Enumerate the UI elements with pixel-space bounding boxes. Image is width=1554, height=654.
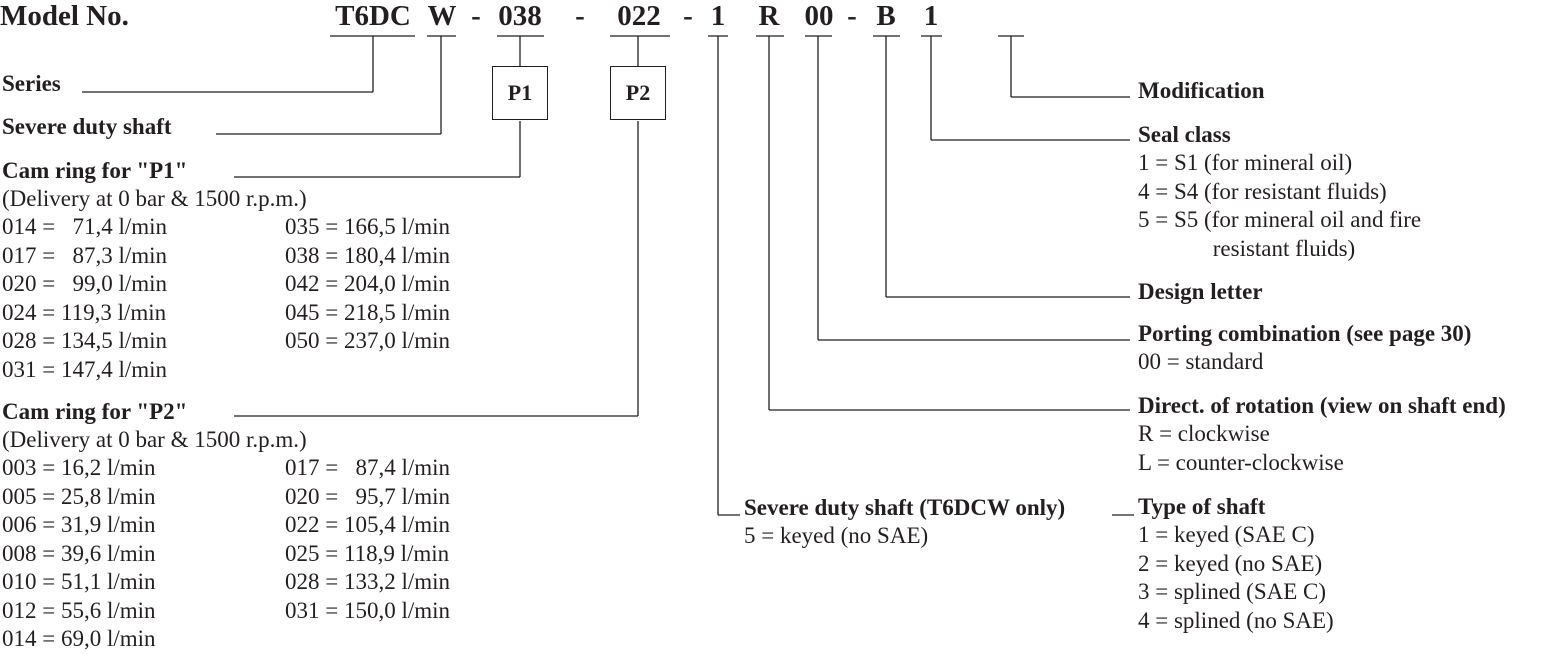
code-porting: 00 — [804, 0, 834, 32]
list-item: 3 = splined (SAE C) — [1138, 579, 1327, 604]
porting-title: Porting combination (see page 30) — [1138, 321, 1472, 346]
list-item: 006 = 31,9 l/min — [2, 512, 156, 537]
porting-list: 00 = standard — [1138, 348, 1263, 377]
code-cam-ring-p2: 022 — [617, 0, 661, 32]
cam-ring-p1-title: Cam ring for "P1" — [2, 158, 188, 183]
list-item: 025 = 118,9 l/min — [285, 540, 450, 566]
list-item: 2 = keyed (no SAE) — [1138, 550, 1323, 576]
list-item: 017 = 87,4 l/min — [285, 455, 451, 480]
list-item: resistant fluids) — [1138, 235, 1356, 261]
seal-class-list: 1 = S1 (for mineral oil) 4 = S4 (for res… — [1138, 149, 1421, 263]
list-item: 005 = 25,8 l/min — [2, 483, 156, 509]
code-severe-duty-shaft: W — [427, 0, 457, 32]
code-shaft: 1 — [710, 0, 726, 32]
list-item: 5 = S5 (for mineral oil and fire — [1138, 207, 1422, 232]
list-item: 003 = 16,2 l/min — [2, 455, 156, 480]
code-dash: - — [575, 0, 585, 32]
seal-class-title: Seal class — [1138, 122, 1231, 147]
cam-ring-p1-col1: 014 = 71,4 l/min 017 = 87,3 l/min 020 = … — [2, 213, 167, 384]
list-item: 012 = 55,6 l/min — [2, 597, 156, 623]
design-letter-label: Design letter — [1138, 279, 1263, 304]
list-item: 045 = 218,5 l/min — [285, 299, 451, 325]
list-item: 1 = S1 (for mineral oil) — [1138, 150, 1353, 175]
code-cam-ring-p1: 038 — [498, 0, 542, 32]
list-item: R = clockwise — [1138, 421, 1270, 446]
series-label: Series — [2, 71, 61, 96]
list-item: L = counter-clockwise — [1138, 449, 1344, 475]
list-item: 028 = 133,2 l/min — [285, 569, 451, 594]
list-item: 00 = standard — [1138, 349, 1264, 374]
code-rotation: R — [758, 0, 780, 32]
severe-shaft-t6dcw-title: Severe duty shaft (T6DCW only) — [744, 495, 1066, 520]
model-number-label: Model No. — [0, 0, 129, 32]
list-item: 042 = 204,0 l/min — [285, 271, 451, 296]
cam-ring-p2-col1: 003 = 16,2 l/min 005 = 25,8 l/min 006 = … — [2, 454, 156, 654]
list-item: 031 = 150,0 l/min — [285, 597, 451, 623]
rotation-title: Direct. of rotation (view on shaft end) — [1138, 393, 1506, 418]
code-dash: - — [847, 0, 857, 32]
list-item: 010 = 51,1 l/min — [2, 569, 156, 594]
list-item: 014 = 69,0 l/min — [2, 626, 156, 651]
list-item: 028 = 134,5 l/min — [2, 328, 168, 353]
list-item: 024 = 119,3 l/min — [2, 299, 167, 325]
severe-shaft-t6dcw-option: 5 = keyed (no SAE) — [744, 523, 929, 548]
list-item: 020 = 95,7 l/min — [285, 483, 451, 509]
rotation-list: R = clockwise L = counter-clockwise — [1138, 420, 1344, 477]
code-seal-class: 1 — [923, 0, 939, 32]
p2-box: P2 — [610, 66, 666, 120]
cam-ring-p2-col2: 017 = 87,4 l/min 020 = 95,7 l/min 022 = … — [285, 454, 450, 625]
list-item: 031 = 147,4 l/min — [2, 356, 168, 382]
list-item: 008 = 39,6 l/min — [2, 540, 156, 566]
shaft-type-list: 1 = keyed (SAE C) 2 = keyed (no SAE) 3 =… — [1138, 521, 1334, 635]
cam-ring-p2-title: Cam ring for "P2" — [2, 399, 188, 424]
list-item: 035 = 166,5 l/min — [285, 214, 451, 239]
cam-ring-p2-subtitle: (Delivery at 0 bar & 1500 r.p.m.) — [2, 427, 307, 452]
p1-box: P1 — [492, 66, 548, 120]
modification-label: Modification — [1138, 78, 1265, 103]
list-item: 017 = 87,3 l/min — [2, 242, 168, 268]
list-item: 020 = 99,0 l/min — [2, 271, 168, 296]
code-design-letter: B — [876, 0, 896, 32]
severe-duty-shaft-label: Severe duty shaft — [2, 114, 172, 139]
list-item: 4 = splined (no SAE) — [1138, 607, 1334, 633]
code-series: T6DC — [335, 0, 411, 32]
cam-ring-p1-subtitle: (Delivery at 0 bar & 1500 r.p.m.) — [2, 186, 307, 211]
list-item: 1 = keyed (SAE C) — [1138, 522, 1315, 547]
code-dash: - — [471, 0, 481, 32]
list-item: 022 = 105,4 l/min — [285, 512, 451, 537]
list-item: 038 = 180,4 l/min — [285, 242, 451, 268]
code-dash: - — [683, 0, 693, 32]
list-item: 4 = S4 (for resistant fluids) — [1138, 178, 1387, 204]
list-item: 014 = 71,4 l/min — [2, 214, 168, 239]
shaft-type-title: Type of shaft — [1138, 494, 1266, 519]
list-item: 050 = 237,0 l/min — [285, 328, 451, 353]
cam-ring-p1-col2: 035 = 166,5 l/min 038 = 180,4 l/min 042 … — [285, 213, 450, 356]
